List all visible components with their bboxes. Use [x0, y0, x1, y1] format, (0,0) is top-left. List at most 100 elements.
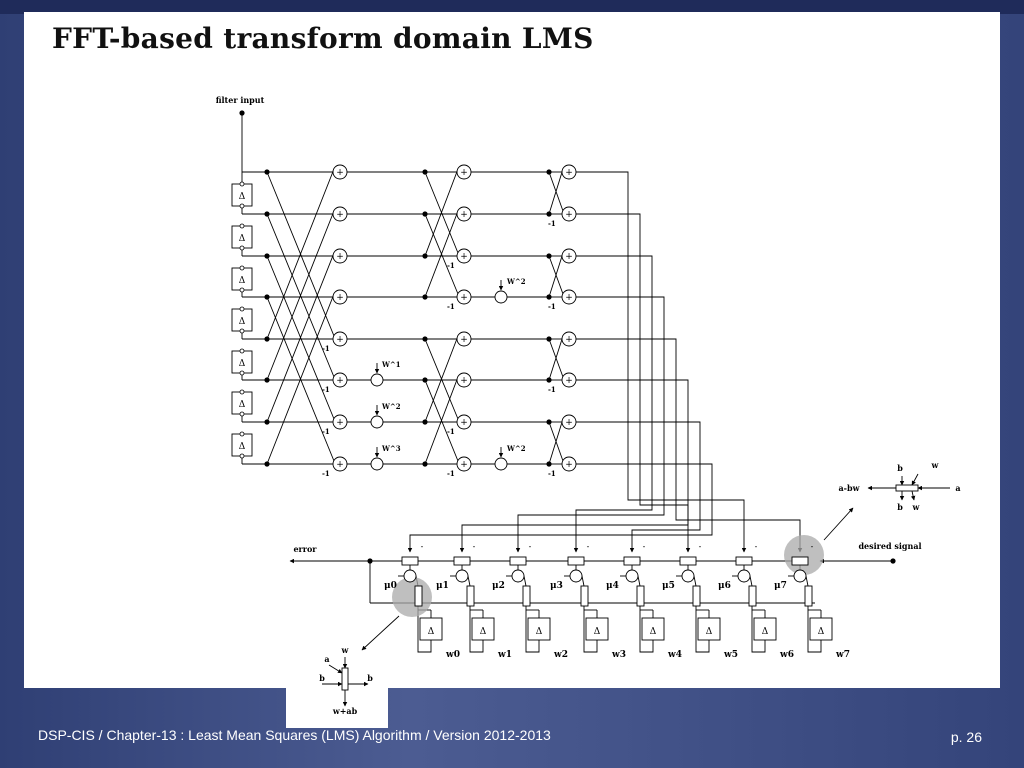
legend-b-label: b [897, 463, 903, 473]
butterfly-cross [548, 252, 564, 298]
weight-multiplier [625, 569, 639, 583]
tap-node [239, 348, 245, 354]
adder-node [561, 414, 577, 430]
adder-node [332, 372, 348, 388]
legend2-b-label: b [319, 673, 325, 683]
adder-node [456, 331, 472, 347]
weight-label: w3 [611, 650, 626, 660]
adder-node [456, 164, 472, 180]
weight-multiplier [403, 569, 417, 583]
legend2-wab-label: w+ab [332, 706, 358, 716]
adder-node [561, 456, 577, 472]
delta-label: Δ [818, 627, 825, 637]
butterfly-cross [266, 293, 335, 465]
delta-label: Δ [650, 627, 657, 637]
weight-label: w6 [779, 650, 794, 660]
butterfly-cross [548, 335, 564, 381]
update-block [522, 585, 531, 607]
adder-node [561, 248, 577, 264]
mu-label: μ6 [718, 581, 731, 591]
summer-box [679, 556, 697, 566]
adder-node [332, 206, 348, 222]
minus-one-label: -1 [548, 469, 556, 478]
plus-sign: + [565, 418, 573, 428]
summer-box [623, 556, 641, 566]
plus-sign: + [565, 335, 573, 345]
plus-sign: + [460, 293, 468, 303]
weight-delay-box [641, 617, 665, 641]
legend-b-bottom-label: b [897, 502, 903, 512]
junction-dot [264, 253, 270, 259]
twiddle-multiplier [370, 415, 384, 429]
bin-route-line [576, 338, 803, 553]
update-block [748, 585, 757, 607]
delta-label: Δ [762, 627, 769, 637]
adder-node [456, 414, 472, 430]
page-number: p. 26 [950, 729, 982, 745]
junction-dot [546, 377, 552, 383]
legend2-pointer [361, 615, 400, 651]
junction-dot [264, 336, 270, 342]
mu-line [581, 575, 585, 587]
weight-loop [807, 606, 822, 653]
mu-line [637, 575, 641, 587]
weight-loop [695, 606, 710, 653]
tap-node [239, 431, 245, 437]
plus-sign: + [460, 335, 468, 345]
bin-route-line [573, 255, 653, 553]
delta-label: Δ [239, 442, 246, 452]
legend-w-line [911, 473, 919, 486]
twiddle-label: W^1 [381, 360, 401, 369]
filter-input-dot [239, 110, 245, 116]
update-block [414, 585, 423, 607]
junction-dot [422, 211, 428, 217]
junction-dot [546, 461, 552, 467]
delta-label: Δ [536, 627, 543, 637]
weight-label: w0 [445, 650, 460, 660]
bin-route-line [576, 421, 701, 553]
plus-sign: + [460, 168, 468, 178]
weight-label: w7 [835, 650, 850, 660]
weight-loop [639, 606, 654, 653]
plus-sign: + [460, 252, 468, 262]
delta-label: Δ [480, 627, 487, 637]
junction-dot [546, 294, 552, 300]
junction-dot [422, 294, 428, 300]
butterfly-cross [266, 168, 335, 340]
plus-sign: + [565, 168, 573, 178]
update-block [692, 585, 701, 607]
minus-label: - [529, 542, 532, 551]
mu-label: μ0 [384, 581, 397, 591]
mu-label: μ7 [774, 581, 787, 591]
plus-sign: + [336, 252, 344, 262]
adder-node [561, 331, 577, 347]
weight-multiplier [455, 569, 469, 583]
legend-a-label: a [955, 483, 960, 493]
tap-node [239, 453, 245, 459]
adder-node [332, 331, 348, 347]
plus-sign: + [565, 376, 573, 386]
minus-label: - [421, 542, 424, 551]
mu-line [693, 575, 697, 587]
legend-w-bottom-label: w [912, 502, 921, 512]
minus-one-label: -1 [548, 219, 556, 228]
weight-delay-box [471, 617, 495, 641]
plus-sign: + [565, 252, 573, 262]
legend2-a-label: a [324, 654, 329, 664]
butterfly-cross [424, 210, 459, 298]
weight-label: w1 [497, 650, 512, 660]
minus-one-label: -1 [322, 385, 330, 394]
update-block [804, 585, 813, 607]
slide-title: FFT-based transform domain LMS [52, 22, 594, 55]
summer-box [791, 556, 809, 566]
weight-loop [583, 606, 598, 653]
weight-delay-box [753, 617, 777, 641]
butterfly-cross [548, 168, 564, 215]
junction-dot [422, 253, 428, 259]
error-label: error [293, 544, 317, 554]
junction-dot [546, 211, 552, 217]
mu-line [467, 575, 471, 587]
plus-sign: + [565, 460, 573, 470]
tap-node [239, 389, 245, 395]
